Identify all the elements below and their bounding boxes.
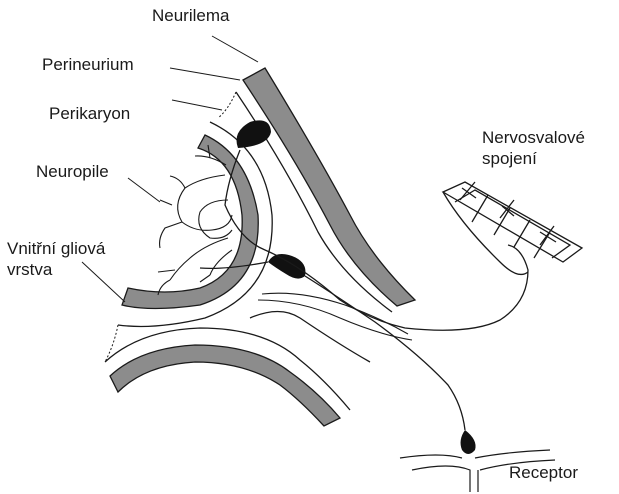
label-nmj-line2: spojení — [482, 149, 537, 169]
leader-perineurium — [170, 68, 240, 80]
lower-sheath-band — [110, 345, 340, 426]
leader-neurilema — [212, 36, 258, 62]
lower-axon — [200, 262, 465, 430]
receptor-cell — [461, 430, 476, 454]
nerve-channel-wall — [250, 312, 370, 363]
cut-edge-left — [105, 92, 236, 362]
label-neuropile: Neuropile — [36, 162, 109, 182]
leader-inner-glial — [82, 262, 125, 302]
upper-perikaryon — [237, 120, 272, 148]
inner-glial-layer — [118, 122, 272, 326]
lower-perikaryon — [268, 254, 305, 279]
label-receptor: Receptor — [509, 463, 578, 483]
neurons — [200, 120, 528, 430]
label-perineurium: Perineurium — [42, 55, 134, 75]
upper-axon — [225, 150, 528, 330]
outer-sheath-band — [243, 68, 415, 306]
leader-neuropile — [128, 178, 160, 202]
label-nmj-line1: Nervosvalové — [482, 128, 585, 148]
neuromuscular-junction — [443, 182, 582, 274]
label-perikaryon: Perikaryon — [49, 104, 130, 124]
outer-sheath — [236, 68, 415, 312]
neuropile-branches — [158, 145, 232, 295]
label-inner-glial-line2: vrstva — [7, 260, 52, 280]
lower-sheath — [105, 312, 370, 427]
label-inner-glial-line1: Vnitřní gliová — [7, 239, 105, 259]
leader-perikaryon — [172, 100, 222, 110]
inner-glial-band — [122, 135, 258, 309]
label-neurilema: Neurilema — [152, 6, 229, 26]
